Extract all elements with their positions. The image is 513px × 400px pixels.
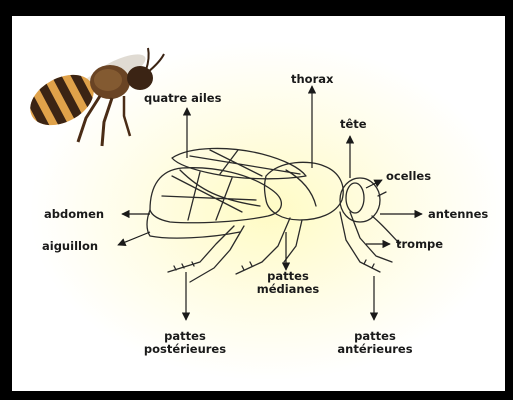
label-pattes-medianes: pattes médianes [253,270,323,296]
label-pattes-posterieures-line2: postérieures [135,343,235,356]
label-thorax: thorax [291,73,333,86]
thorax-outline [265,162,344,220]
diagram-stage: quatre ailes thorax tête ocelles abdomen… [12,16,505,391]
label-trompe: trompe [396,238,443,251]
hind-leg [168,226,234,272]
label-pattes-anterieures-line2: antérieures [330,343,420,356]
label-ocelles: ocelles [386,170,431,183]
front-leg [340,212,380,272]
label-abdomen: abdomen [44,208,104,221]
label-pattes-posterieures: pattes postérieures [135,330,235,356]
label-pattes-anterieures: pattes antérieures [330,330,420,356]
arrow-ocelles [366,180,382,188]
label-tete: tête [340,118,367,131]
label-antennes: antennes [428,208,488,221]
insect-drawing [12,16,505,391]
arrow-aiguillon [118,232,150,245]
label-quatre-ailes: quatre ailes [144,92,221,105]
diagram-panel: quatre ailes thorax tête ocelles abdomen… [12,16,505,391]
label-pattes-medianes-line2: médianes [253,283,323,296]
label-aiguillon: aiguillon [42,240,98,253]
